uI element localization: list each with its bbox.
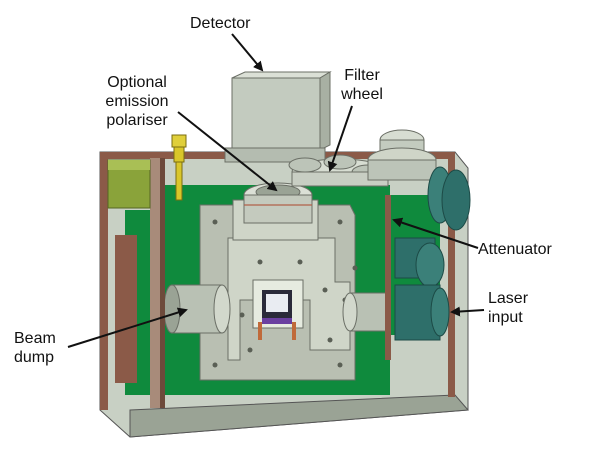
arrow-attenuator <box>392 217 479 249</box>
label-laser-input-line-2: input <box>488 309 523 326</box>
arrow-polariser <box>177 111 278 192</box>
arrow-beam-dump <box>67 307 188 348</box>
arrow-detector <box>231 33 264 72</box>
detector-housing <box>224 71 332 163</box>
label-polariser-line-3: polariser <box>106 112 168 129</box>
left-slide <box>115 158 165 408</box>
label-beam-dump: Beam dump <box>14 329 74 367</box>
sample-holder <box>252 279 304 340</box>
polariser-mount <box>232 182 319 241</box>
label-filter-wheel-line-2: wheel <box>341 86 383 103</box>
arrow-laser-input <box>450 306 485 317</box>
left-wall <box>100 152 108 410</box>
label-polariser-line-2: emission <box>105 93 169 110</box>
attenuator-assembly <box>385 166 471 360</box>
label-attenuator: Attenuator <box>478 241 552 258</box>
label-laser-input: Laser input <box>488 289 548 327</box>
label-laser-input-line-1: Laser <box>488 290 529 307</box>
filter-wheel-assembly <box>288 129 437 187</box>
label-beam-dump-line-1: Beam <box>14 330 56 347</box>
label-beam-dump-line-2: dump <box>14 349 55 366</box>
excitation-lens-tube <box>342 292 389 332</box>
side-module <box>107 159 151 209</box>
yellow-thumbscrew <box>171 134 187 201</box>
laser-input-port <box>394 284 450 341</box>
label-detector: Detector <box>190 15 251 32</box>
right-wall <box>448 152 455 397</box>
beam-dump-cylinder <box>163 284 231 334</box>
label-polariser: Optional emission polariser <box>92 73 182 130</box>
label-filter-wheel: Filter wheel <box>334 66 390 104</box>
leader-lines <box>67 33 485 348</box>
label-filter-wheel-line-1: Filter <box>344 67 380 84</box>
arrow-filter-wheel <box>327 105 353 172</box>
label-polariser-line-1: Optional <box>107 74 167 91</box>
